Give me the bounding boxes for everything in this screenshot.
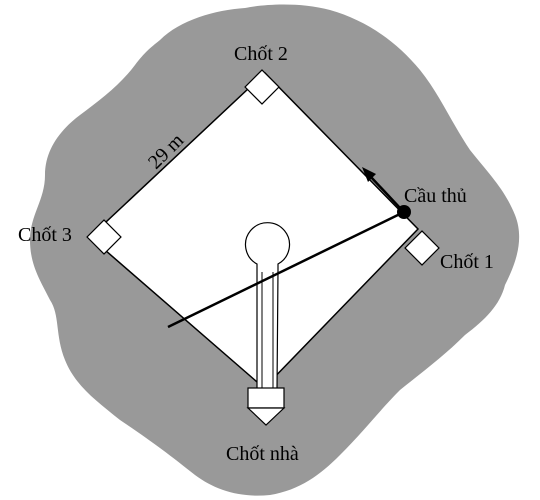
label-home: Chốt nhà: [226, 443, 299, 465]
throw-line: [167, 210, 405, 329]
label-base-3: Chốt 3: [18, 224, 72, 246]
direction-arrow-head: [362, 167, 376, 182]
base-3-square: [86, 219, 122, 255]
home-plate: [247, 387, 285, 409]
direction-arrow-shaft: [369, 175, 401, 209]
home-plate-point: [246, 407, 286, 426]
label-base-1: Chốt 1: [440, 251, 494, 273]
pitcher-path: [244, 222, 291, 391]
label-player: Cầu thủ: [404, 185, 467, 207]
player-dot: [397, 205, 411, 219]
label-base-2: Chốt 2: [234, 43, 288, 65]
base-2-square: [244, 69, 280, 105]
base-1-square: [404, 230, 440, 266]
